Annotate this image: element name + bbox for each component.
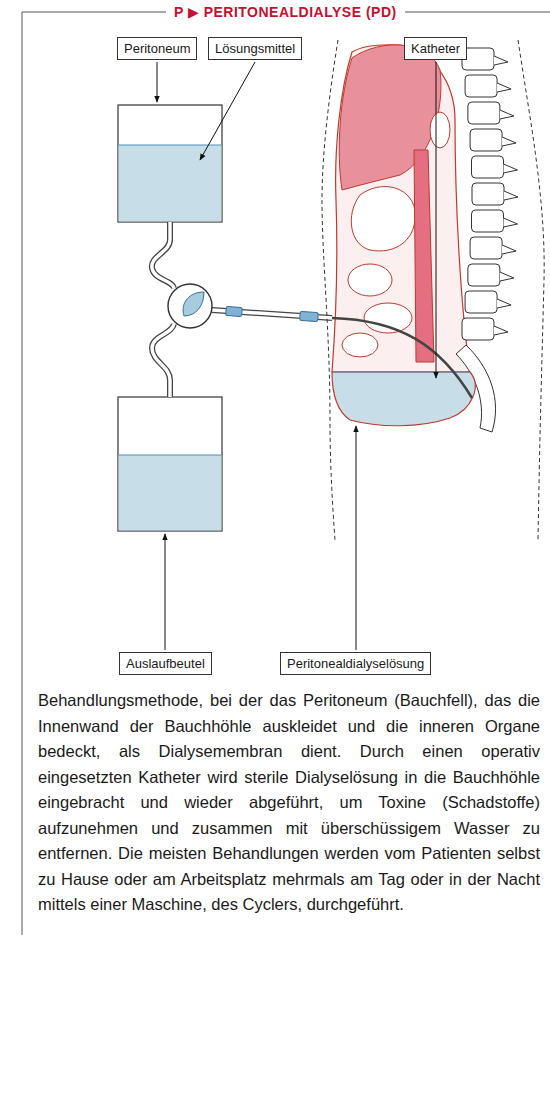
bag-fluid	[119, 145, 222, 221]
spinous-process	[500, 110, 514, 119]
vertebra	[470, 129, 502, 151]
tubes	[152, 222, 332, 397]
intestine	[364, 303, 412, 333]
spinous-process	[504, 218, 518, 227]
caption-text: Behandlungsmethode, bei der das Peritone…	[38, 688, 540, 918]
spinous-process	[500, 272, 514, 281]
intestine	[348, 264, 392, 296]
vertebra	[462, 318, 494, 340]
spinous-process	[502, 137, 516, 146]
label-text: Lösungsmittel	[215, 40, 295, 57]
y-connector	[168, 284, 212, 328]
vertebra	[470, 237, 502, 259]
abdominal-cavity	[332, 45, 470, 372]
fluid-level	[119, 454, 222, 455]
spinous-process	[494, 56, 508, 65]
label-text: Peritoneum	[124, 40, 190, 57]
label-box: Peritonealdialyselösung	[280, 652, 431, 675]
spinous-process	[504, 191, 518, 200]
label-text: Katheter	[411, 40, 460, 57]
spinous-process	[497, 83, 511, 92]
stomach	[351, 187, 415, 251]
label-box: Auslaufbeutel	[119, 652, 212, 675]
label-box: Katheter	[404, 37, 467, 60]
spinous-process	[504, 164, 518, 173]
title: P ▶ PERITONEALDIALYSE (PD)	[166, 3, 405, 21]
tube-fitting	[226, 306, 243, 316]
aorta	[414, 150, 434, 362]
vertebra	[472, 183, 504, 205]
dialysate-pool	[332, 372, 475, 426]
catheter	[332, 318, 472, 398]
label-text: Peritonealdialyselösung	[287, 655, 424, 672]
body-back-outline	[518, 40, 544, 540]
vertebra	[472, 210, 504, 232]
vertebra	[468, 264, 500, 286]
bag-fluid	[119, 455, 222, 530]
spinous-process	[502, 245, 516, 254]
vertebra	[472, 156, 504, 178]
fluid-level	[333, 371, 469, 372]
spinous-process	[497, 299, 511, 308]
tube-fitting	[300, 311, 319, 321]
solution-bag	[118, 105, 222, 222]
intestine	[342, 333, 378, 357]
spine	[462, 48, 518, 340]
label-text: Auslaufbeutel	[126, 655, 205, 672]
vertebra	[468, 102, 500, 124]
drain-bag	[118, 397, 222, 531]
label-box: Lösungsmittel	[208, 37, 302, 60]
kidney	[430, 112, 450, 148]
leader-arrows	[157, 62, 436, 650]
connector-valve	[183, 292, 204, 316]
vertebra	[465, 291, 497, 313]
vertebra	[465, 75, 497, 97]
body-front-outline	[322, 40, 338, 540]
label-box: Peritoneum	[117, 37, 197, 60]
fluid-level	[119, 144, 222, 145]
spinous-process	[494, 326, 508, 335]
frame-left	[22, 12, 23, 935]
